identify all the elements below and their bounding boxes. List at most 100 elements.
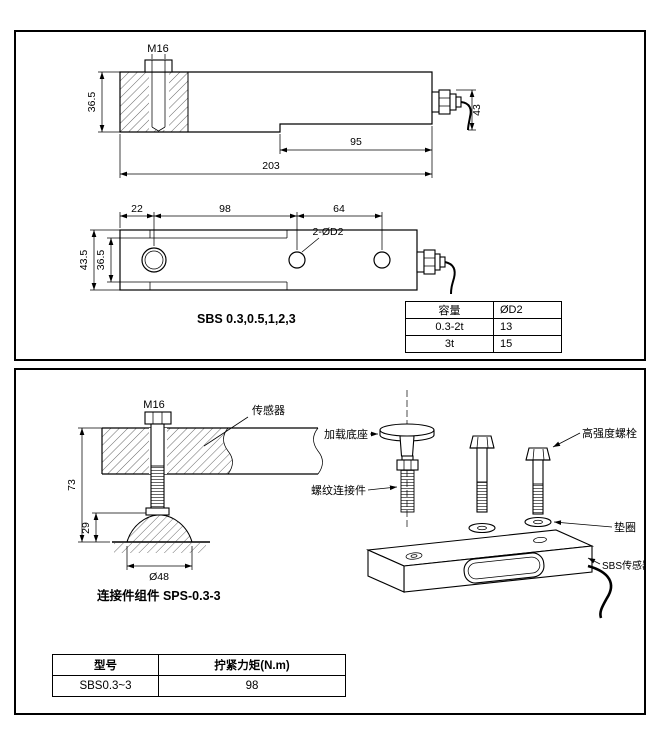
table-row: 3t 15	[405, 335, 562, 353]
dim-label-203: 203	[262, 160, 280, 172]
sensor-cable	[587, 564, 613, 619]
thread-size-label: M16	[143, 399, 164, 411]
break-line-outer	[313, 427, 323, 475]
dim-label-43-5: 43.5	[78, 250, 90, 271]
exploded-view: 加载底座 螺纹连接件	[311, 390, 644, 619]
dim-connector-height: 43	[456, 89, 483, 131]
dim-hole-spacing: 22 98 64	[119, 203, 383, 250]
assembly-caption: 连接件组件 SPS-0.3-3	[97, 588, 221, 603]
break-line-inner	[223, 427, 233, 475]
header-hole-dia: ØD2	[493, 301, 562, 319]
dimension-drawing-panel: M16 43	[14, 30, 646, 361]
mounting-bolt	[144, 59, 173, 132]
sensor-label: 传感器	[252, 404, 285, 417]
table-header-row: 容量 ØD2	[405, 301, 562, 319]
dim-total-length: 203	[119, 134, 433, 178]
load-hole-2	[373, 251, 391, 269]
dim-label-98: 98	[219, 203, 231, 215]
mount-section-view: M16 传感器 73 29 Ø48 连接件组	[66, 399, 323, 603]
cable-connector-side	[431, 89, 472, 131]
mounting-assembly-panel: M16 传感器 73 29 Ø48 连接件组	[14, 368, 646, 715]
cable	[444, 261, 456, 295]
washer-label: 垫圈	[614, 520, 636, 534]
dim-label-36-5-plan: 36.5	[95, 250, 107, 271]
loading-base	[379, 423, 435, 457]
bolt-thread	[150, 465, 165, 509]
top-hole-1	[405, 552, 423, 560]
dim-label-29: 29	[80, 522, 92, 534]
dim-label-48: Ø48	[149, 571, 169, 583]
bolt-head	[144, 411, 172, 425]
bolt-callout: 高强度螺栓	[552, 426, 637, 448]
thread-callout: M16	[147, 43, 169, 59]
ground-hatch	[114, 543, 206, 553]
model-caption: SBS 0.3,0.5,1,2,3	[197, 312, 296, 326]
side-pocket	[463, 552, 545, 584]
top-hole-2	[533, 536, 547, 544]
capacity-value: 0.3-2t	[405, 318, 494, 336]
table-row: 0.3-2t 13	[405, 318, 562, 336]
foot-collar	[145, 507, 170, 516]
bolt-clearance	[149, 72, 169, 130]
fixing-hole-outer	[141, 247, 167, 273]
fixing-hole-inner	[144, 250, 164, 270]
hole-dia-value: 13	[493, 318, 562, 336]
header-model: 型号	[52, 654, 159, 676]
table-header-row: 型号 拧紧力矩(N.m)	[52, 654, 346, 676]
nameplate-lines	[149, 230, 288, 290]
foot-pad	[126, 514, 193, 543]
sensor-section-hatch	[102, 428, 233, 474]
washer-callout: 垫圈	[553, 520, 636, 534]
dim-mount-height: 73	[66, 427, 110, 543]
cable	[460, 101, 472, 131]
torque-value: 98	[158, 675, 346, 697]
sensor-body-callout: SBS传感器	[587, 557, 644, 572]
washer-1	[468, 522, 496, 534]
threaded-connector-label: 螺纹连接件	[311, 483, 366, 497]
dim-label-43: 43	[471, 104, 483, 116]
dim-beam-height: 36.5	[86, 71, 120, 133]
threaded-connector	[396, 455, 419, 513]
sbs-sensor-label: SBS传感器	[602, 559, 644, 572]
dim-label-95: 95	[350, 136, 362, 148]
washer-2	[524, 516, 552, 528]
dim-foot-diameter: Ø48	[126, 546, 193, 583]
dim-step-length: 95	[279, 126, 433, 154]
dim-foot-height: 29	[80, 512, 146, 542]
model-value: SBS0.3~3	[52, 675, 159, 697]
hex-bolt-2	[525, 447, 551, 515]
capacity-value: 3t	[405, 335, 494, 353]
plan-outline	[119, 229, 418, 291]
side-view: M16 43	[86, 43, 483, 178]
thread-size-label: M16	[147, 43, 168, 55]
sensor-callout: 传感器	[203, 404, 285, 447]
cable-connector-plan	[416, 249, 456, 295]
threaded-connector-callout: 螺纹连接件	[311, 483, 398, 497]
bolt-label: 高强度螺栓	[582, 426, 637, 440]
header-torque: 拧紧力矩(N.m)	[158, 654, 346, 676]
header-capacity: 容量	[405, 301, 494, 319]
bolt-head	[144, 59, 173, 73]
capacity-spec-table: 容量 ØD2 0.3-2t 13 3t 15	[405, 301, 562, 353]
holes-callout: 2-ØD2	[301, 226, 344, 253]
connector-bolt	[126, 411, 193, 543]
hole-dia-value: 15	[493, 335, 562, 353]
dim-label-22: 22	[131, 203, 143, 215]
loading-base-label: 加载底座	[324, 427, 368, 441]
dim-label-64: 64	[333, 203, 345, 215]
plan-view: 2-ØD2 22 98	[78, 203, 456, 295]
dim-plan-width-inner: 36.5	[95, 237, 150, 283]
loading-base-callout: 加载底座	[324, 427, 378, 441]
holes-label: 2-ØD2	[313, 226, 344, 238]
mounting-assembly-drawing: M16 传感器 73 29 Ø48 连接件组	[66, 390, 644, 619]
dim-label-73: 73	[66, 479, 78, 491]
hex-bolt-1	[469, 435, 495, 513]
load-cell-dimension-drawing: M16 43	[78, 43, 483, 326]
ground	[112, 541, 210, 553]
load-hole-1	[288, 251, 306, 269]
torque-table: 型号 拧紧力矩(N.m) SBS0.3~3 98	[52, 654, 346, 697]
sensor-body	[365, 529, 613, 619]
dim-plan-width-outer: 43.5	[78, 229, 120, 291]
dim-label-36-5: 36.5	[86, 92, 98, 113]
